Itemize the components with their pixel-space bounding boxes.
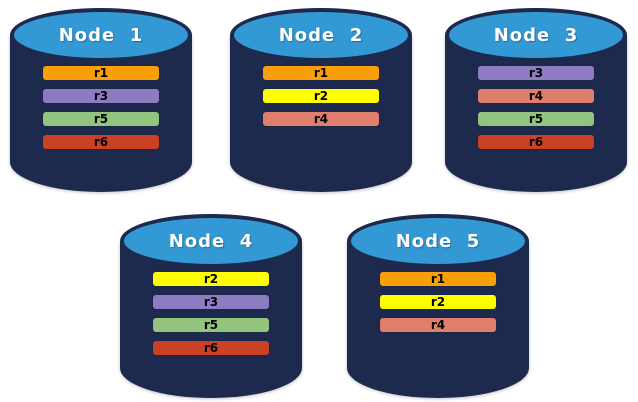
replica-bar-r5: r5 bbox=[153, 318, 269, 332]
replica-list: r1 r3 r5 r6 bbox=[10, 66, 192, 149]
replica-bar-r6: r6 bbox=[43, 135, 159, 149]
node-title: Node 5 bbox=[395, 230, 481, 252]
replica-bar-r6: r6 bbox=[153, 341, 269, 355]
replica-bar-r3: r3 bbox=[43, 89, 159, 103]
replica-bar-r6: r6 bbox=[478, 135, 594, 149]
replica-bar-r4: r4 bbox=[263, 112, 379, 126]
replica-list: r1 r2 r4 bbox=[347, 272, 529, 332]
replica-bar-r2: r2 bbox=[263, 89, 379, 103]
node-title: Node 1 bbox=[58, 24, 144, 46]
replica-bar-r1: r1 bbox=[380, 272, 496, 286]
replica-bar-r2: r2 bbox=[153, 272, 269, 286]
node-1-cylinder: Node 1 r1 r3 r5 r6 bbox=[10, 8, 192, 192]
node-3-cylinder: Node 3 r3 r4 r5 r6 bbox=[445, 8, 627, 192]
cylinder-top: Node 1 bbox=[10, 8, 192, 62]
cylinder-top: Node 2 bbox=[230, 8, 412, 62]
replica-bar-r4: r4 bbox=[478, 89, 594, 103]
replica-bar-r4: r4 bbox=[380, 318, 496, 332]
node-title: Node 4 bbox=[168, 230, 254, 252]
node-5-cylinder: Node 5 r1 r2 r4 bbox=[347, 214, 529, 398]
replica-bar-r1: r1 bbox=[263, 66, 379, 80]
replica-bar-r5: r5 bbox=[478, 112, 594, 126]
replica-bar-r2: r2 bbox=[380, 295, 496, 309]
cylinder-top: Node 3 bbox=[445, 8, 627, 62]
replica-bar-r1: r1 bbox=[43, 66, 159, 80]
cylinder-top: Node 4 bbox=[120, 214, 302, 268]
node-4-cylinder: Node 4 r2 r3 r5 r6 bbox=[120, 214, 302, 398]
node-2-cylinder: Node 2 r1 r2 r4 bbox=[230, 8, 412, 192]
replica-list: r3 r4 r5 r6 bbox=[445, 66, 627, 149]
replica-bar-r3: r3 bbox=[153, 295, 269, 309]
replica-bar-r3: r3 bbox=[478, 66, 594, 80]
cylinder-top: Node 5 bbox=[347, 214, 529, 268]
node-title: Node 2 bbox=[278, 24, 364, 46]
node-title: Node 3 bbox=[493, 24, 579, 46]
replica-list: r2 r3 r5 r6 bbox=[120, 272, 302, 355]
replica-list: r1 r2 r4 bbox=[230, 66, 412, 126]
replica-bar-r5: r5 bbox=[43, 112, 159, 126]
